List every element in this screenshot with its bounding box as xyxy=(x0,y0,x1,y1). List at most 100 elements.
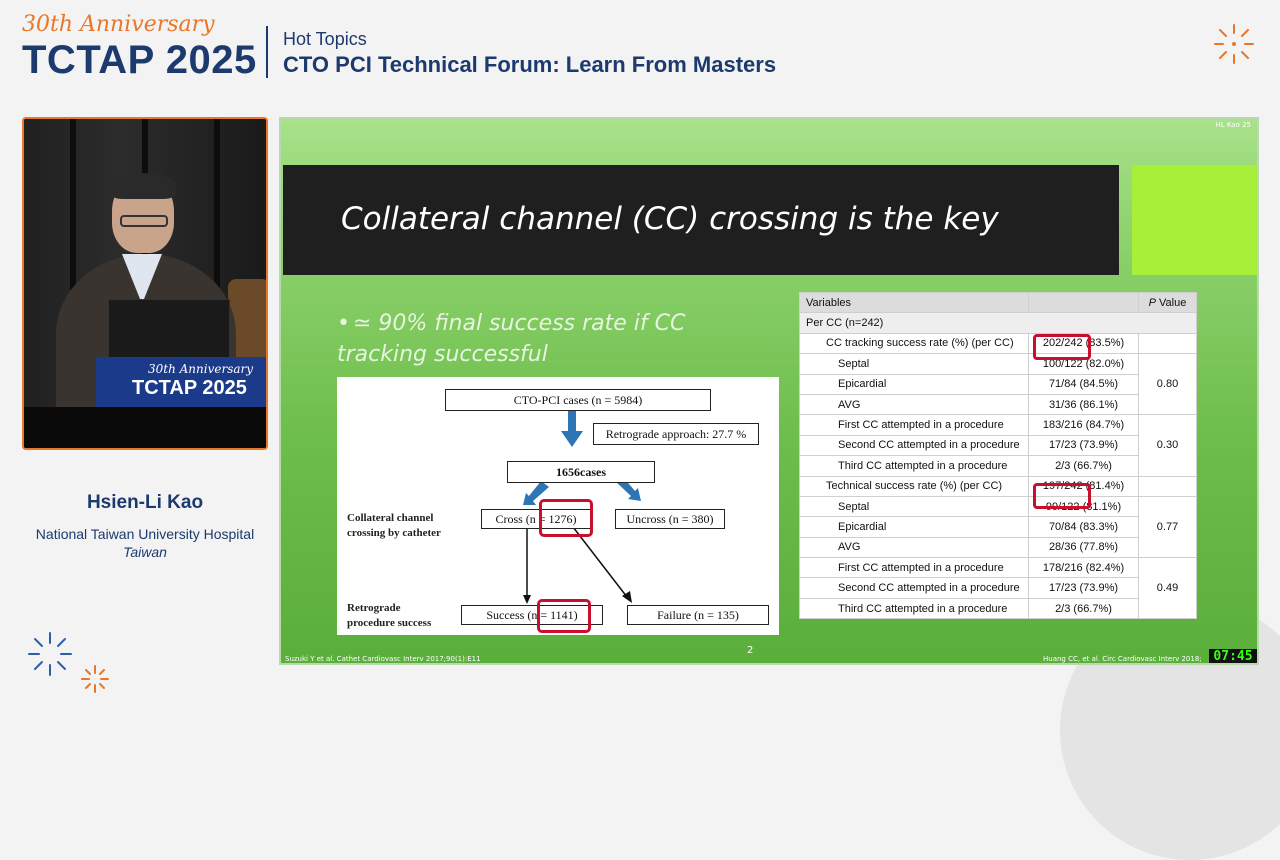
table-cell-label: First CC attempted in a procedure xyxy=(799,414,1029,436)
highlight-cc-tracking-value xyxy=(1033,334,1091,360)
table-cell-label: Second CC attempted in a procedure xyxy=(799,577,1029,599)
table-cell-label: AVG xyxy=(799,536,1029,559)
table-row: First CC attempted in a procedure 183/21… xyxy=(799,414,1197,477)
presentation-slide: HL Kao 25 Collateral channel (CC) crossi… xyxy=(279,117,1259,665)
slide-accent-box xyxy=(1132,165,1257,275)
slide-title: Collateral channel (CC) crossing is the … xyxy=(341,201,999,237)
table-cell-value: 2/3 (66.7%) xyxy=(1028,597,1139,620)
table-cell-value: 71/84 (84.5%) xyxy=(1028,373,1139,395)
table-row: Septal 100/122 (82.0%) 0.80 xyxy=(799,353,1197,416)
slide-author-tag: HL Kao 25 xyxy=(1215,121,1251,129)
highlight-success-count xyxy=(537,599,591,633)
firework-blue-icon xyxy=(28,632,72,676)
highlight-technical-success-value xyxy=(1033,483,1091,509)
flow-box-uncross: Uncross (n = 380) xyxy=(615,509,725,529)
header-divider xyxy=(266,26,268,78)
flow-label-collateral: Collateral channel crossing by catheter xyxy=(347,512,441,539)
table-cell-label: Second CC attempted in a procedure xyxy=(799,434,1029,457)
table-row: Epicardial 71/84 (84.5%) xyxy=(799,373,1197,395)
table-cell-label: Epicardial xyxy=(799,516,1029,538)
table-row: Septal 99/122 (81.1%) 0.77 xyxy=(799,495,1197,559)
logo-brand: TCTAP 2025 xyxy=(22,38,257,82)
table-header-row: Variables P Value xyxy=(799,291,1197,314)
table-cell-pvalue: 0.77 xyxy=(1138,495,1197,559)
footnote-left: Suzuki Y et al. Cathet Cardiovasc Interv… xyxy=(285,655,481,663)
pvalue-rest: Value xyxy=(1155,296,1187,309)
arrowhead xyxy=(523,595,531,604)
video-podium xyxy=(96,357,266,407)
flow-box-1656-cases: 1656cases xyxy=(507,461,655,483)
slide-title-bar: Collateral channel (CC) crossing is the … xyxy=(283,165,1119,275)
tctap-logo: 30th Anniversary TCTAP 2025 xyxy=(22,12,262,82)
table-cell-label: First CC attempted in a procedure xyxy=(799,557,1029,579)
slide-bullet: •≃ 90% final success rate if CC tracking… xyxy=(337,308,757,370)
table-cell-value: 17/23 (73.9%) xyxy=(1028,434,1139,457)
speaker-hair xyxy=(110,173,176,199)
flow-box-retrograde: Retrograde approach: 27.7 % xyxy=(593,423,759,445)
table-header-value xyxy=(1028,291,1139,314)
table-cell-label: Epicardial xyxy=(799,373,1029,395)
video-floor xyxy=(24,407,266,448)
speaker-name: Hsien-Li Kao xyxy=(86,492,204,513)
table-cell-label: CC tracking success rate (%) (per CC) xyxy=(799,332,1029,355)
podium-brand: TCTAP 2025 xyxy=(132,377,247,399)
table-cell-pvalue: 0.49 xyxy=(1138,557,1197,620)
table-cell-value: 17/23 (73.9%) xyxy=(1028,577,1139,599)
flow-box-total-cases: CTO-PCI cases (n = 5984) xyxy=(445,389,711,411)
table-header-pvalue: P Value xyxy=(1138,291,1197,314)
table-row: AVG 31/36 (86.1%) xyxy=(799,393,1197,416)
table-cell-value: 70/84 (83.3%) xyxy=(1028,516,1139,538)
table-cell-label: Technical success rate (%) (per CC) xyxy=(799,475,1029,497)
speaker-glasses xyxy=(120,215,168,227)
table-cell-label: Septal xyxy=(799,495,1029,518)
table-cell-value: 31/36 (86.1%) xyxy=(1028,393,1139,416)
firework-orange-icon xyxy=(1214,24,1254,64)
table-row: Epicardial 70/84 (83.3%) xyxy=(799,516,1197,538)
table-row: Third CC attempted in a procedure 2/3 (6… xyxy=(799,597,1197,620)
flow-box-failure: Failure (n = 135) xyxy=(627,605,769,625)
speaker-video: 30th Anniversary TCTAP 2025 xyxy=(22,117,268,450)
table-cell-value: 202/242 (83.5%) xyxy=(1028,332,1139,355)
flow-label-retrograde-success: Retrograde procedure success xyxy=(347,602,432,629)
video-laptop xyxy=(108,299,230,363)
logo-anniversary: 30th Anniversary xyxy=(22,12,215,37)
table-cell-label: Septal xyxy=(799,353,1029,375)
table-cell-pvalue-empty xyxy=(1138,332,1197,355)
table-row: Second CC attempted in a procedure 17/23… xyxy=(799,577,1197,599)
arrowhead xyxy=(622,591,632,603)
table-cell-value: 183/216 (84.7%) xyxy=(1028,414,1139,436)
table-row: First CC attempted in a procedure 178/21… xyxy=(799,557,1197,620)
arrow-right-blue xyxy=(615,477,641,501)
arrow-left-blue xyxy=(523,481,549,505)
table-row: Technical success rate (%) (per CC) 197/… xyxy=(799,475,1197,497)
speaker-country: Taiwan xyxy=(123,544,167,560)
table-cell-label: Third CC attempted in a procedure xyxy=(799,597,1029,620)
table-cell-value: 2/3 (66.7%) xyxy=(1028,455,1139,477)
flowchart-figure: CTO-PCI cases (n = 5984) Retrograde appr… xyxy=(337,377,779,635)
slide-page-number: 2 xyxy=(747,645,754,656)
flow-box-success: Success (n = 1141) xyxy=(461,605,603,625)
bullet-text: ≃ 90% final success rate if CC tracking … xyxy=(337,311,686,367)
table-cell-pvalue: 0.30 xyxy=(1138,414,1197,477)
table-cell-label: Third CC attempted in a procedure xyxy=(799,455,1029,477)
firework-small-orange-icon xyxy=(81,665,109,693)
presentation-timer: 07:45 xyxy=(1209,649,1257,663)
flowchart-arrows xyxy=(523,411,641,604)
table-cell-label: AVG xyxy=(799,393,1029,416)
arrow-down-blue xyxy=(561,411,583,447)
bullet-dot: • xyxy=(337,311,350,336)
table-cell-pvalue-empty xyxy=(1138,475,1197,497)
table-row: Second CC attempted in a procedure 17/23… xyxy=(799,434,1197,457)
highlight-cross-count xyxy=(539,499,593,537)
session-title: CTO PCI Technical Forum: Learn From Mast… xyxy=(283,52,777,77)
arrow-cross-failure xyxy=(572,526,628,598)
table-header-variables: Variables xyxy=(799,291,1029,314)
table-cell-value: 28/36 (77.8%) xyxy=(1028,536,1139,559)
podium-anniversary: 30th Anniversary xyxy=(148,362,254,376)
pvalue-letter: P xyxy=(1148,296,1156,309)
video-wall-stripe xyxy=(214,119,220,349)
video-wall-stripe xyxy=(70,119,76,349)
table-row: Third CC attempted in a procedure 2/3 (6… xyxy=(799,455,1197,477)
table-row: CC tracking success rate (%) (per CC) 20… xyxy=(799,332,1197,355)
session-category: Hot Topics xyxy=(283,29,367,49)
